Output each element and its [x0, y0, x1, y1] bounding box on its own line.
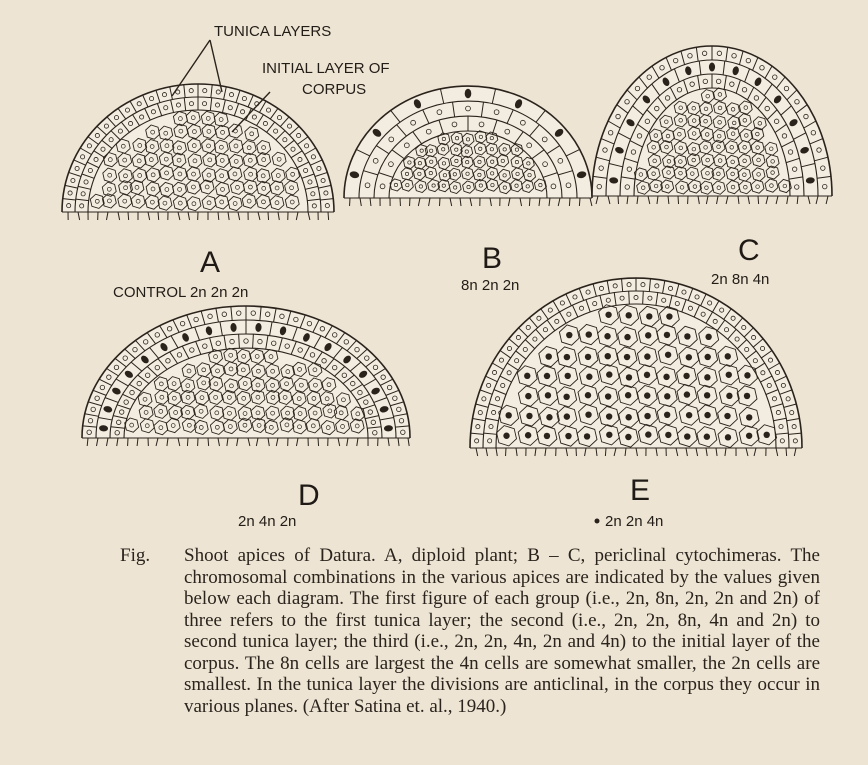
caption-text: Shoot apices of Datura. A, diploid plant…: [184, 545, 820, 717]
panel-b-letter: B: [482, 242, 502, 275]
tunica-layers-label: TUNICA LAYERS: [214, 23, 331, 40]
panel-e-ploidy: 2n 2n 4n: [605, 513, 663, 530]
panel-e-letter: E: [630, 474, 650, 507]
apex-c-diagram: [592, 46, 832, 204]
apex-d-diagram: [82, 306, 410, 446]
caption-fig-label: Fig.: [120, 545, 182, 567]
initial-layer-label: INITIAL LAYER OF: [262, 60, 390, 77]
apex-e-diagram: [470, 278, 802, 456]
panel-d-letter: D: [298, 479, 320, 512]
panel-c-letter: C: [738, 234, 760, 267]
apex-a-diagram: [62, 84, 334, 220]
panel-c-ploidy: 2n 8n 4n: [711, 271, 769, 288]
panel-a-ploidy: CONTROL 2n 2n 2n: [113, 284, 248, 301]
panel-b-ploidy: 8n 2n 2n: [461, 277, 519, 294]
panel-a-letter: A: [200, 246, 220, 279]
corpus-label: CORPUS: [302, 81, 366, 98]
panel-d-ploidy: 2n 4n 2n: [238, 513, 296, 530]
figure-diagram: TUNICA LAYERS INITIAL LAYER OF CORPUS A …: [0, 0, 868, 540]
apex-b-diagram: [344, 86, 592, 206]
